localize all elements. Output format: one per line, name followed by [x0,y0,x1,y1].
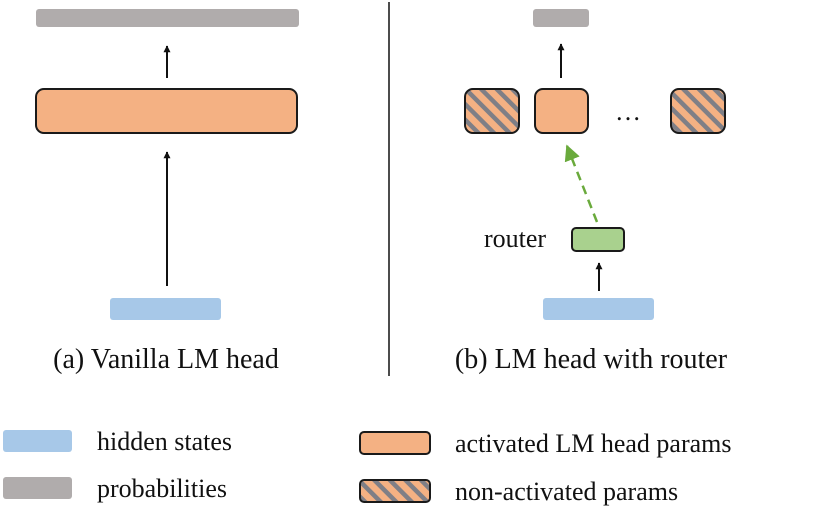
panel-b: … router (b) LM head with router [455,9,728,375]
legend: hidden states probabilities activated LM… [3,427,732,506]
legend-label-probabilities: probabilities [97,474,227,503]
legend-swatch-hidden-states [3,430,72,452]
hidden-states-bar-b [543,298,654,320]
probabilities-bar-a [36,9,299,27]
legend-label-non-activated: non-activated params [455,477,678,506]
panel-a: (a) Vanilla LM head [35,9,299,375]
router-label: router [484,224,546,253]
router-block [571,227,625,252]
legend-label-activated: activated LM head params [455,429,732,458]
probabilities-bar-b [533,9,589,27]
router-routing-arrow [564,144,599,223]
activated-head-block [534,88,589,134]
legend-swatch-non-activated [359,479,431,503]
legend-swatch-activated [359,431,431,455]
non-activated-head-block-2 [670,88,726,134]
lm-head-block-a [35,88,298,134]
caption-a: (a) Vanilla LM head [53,344,279,375]
legend-swatch-probabilities [3,477,72,499]
caption-b: (b) LM head with router [455,344,728,375]
non-activated-head-block-1 [464,88,520,134]
ellipsis: … [615,97,641,126]
legend-label-hidden-states: hidden states [97,427,232,456]
hidden-states-bar-a [110,298,221,320]
